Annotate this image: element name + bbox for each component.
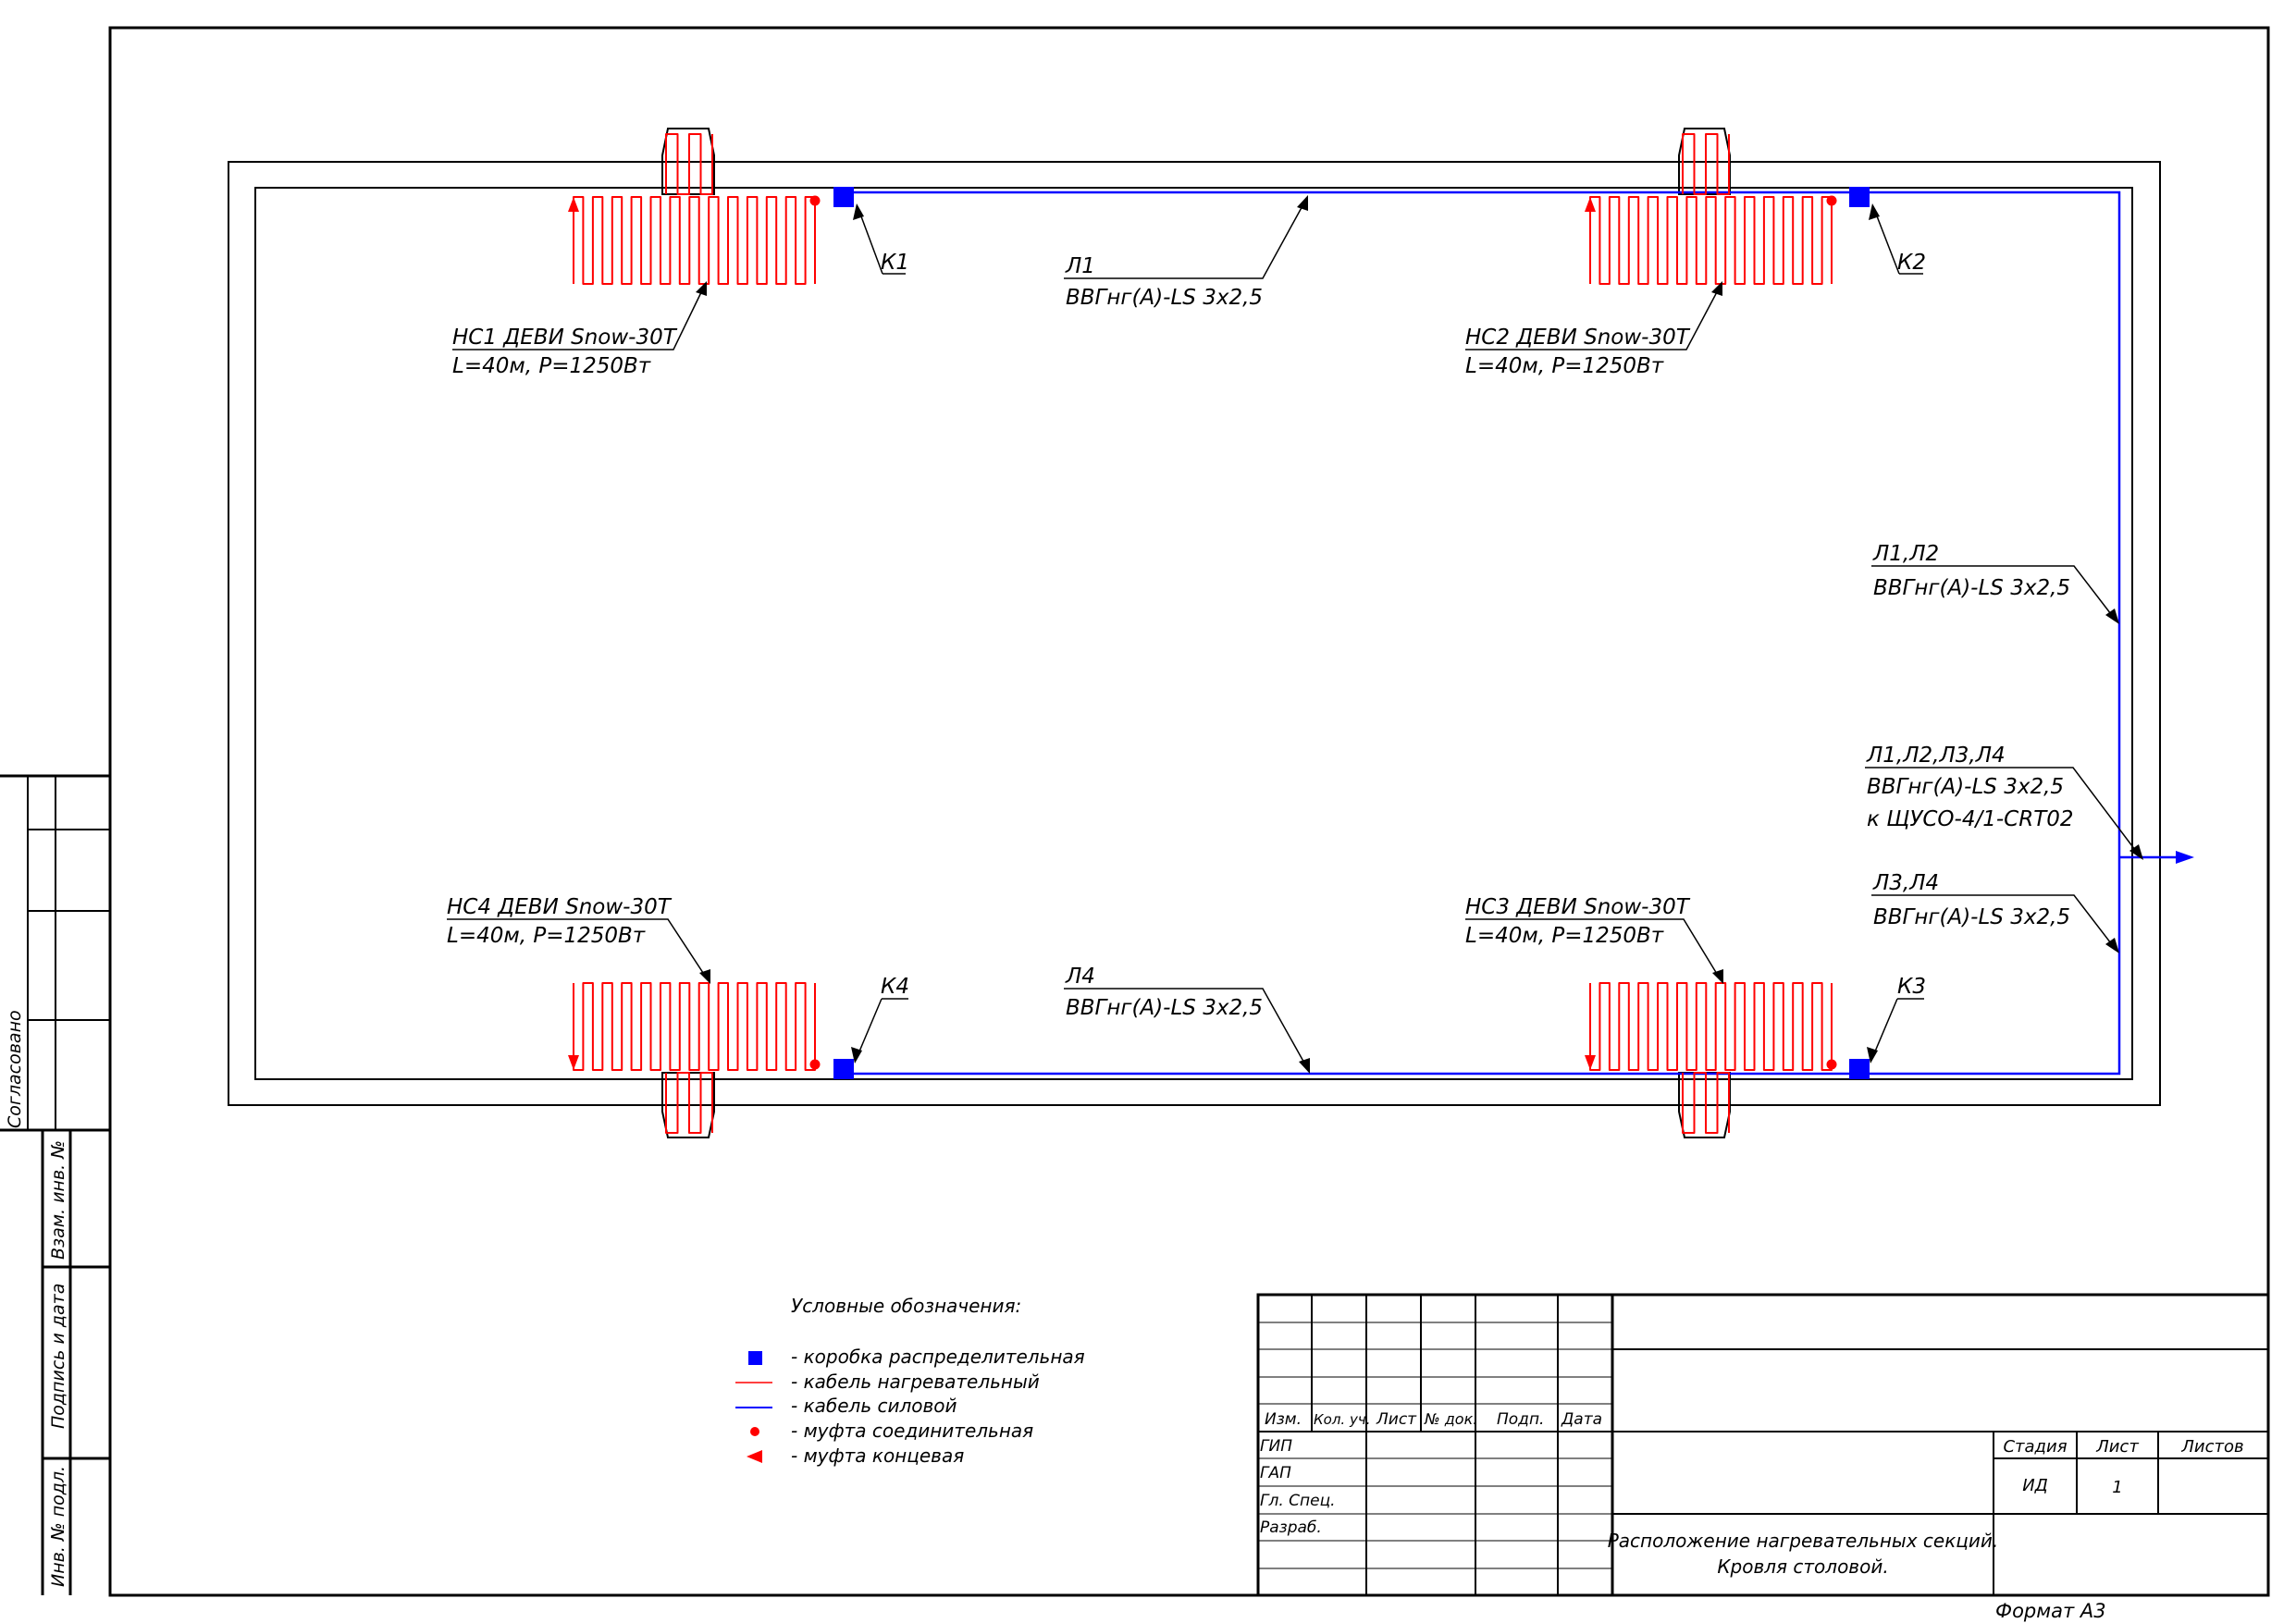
coupling-dot (1826, 1059, 1837, 1070)
stamp-podpis: Подпись и дата (48, 1284, 68, 1429)
stamp-vzam: Взам. инв. № (48, 1140, 68, 1260)
line-label-l34: Л3,Л4 (1872, 871, 1939, 895)
heating-cable-top-1 (573, 196, 816, 285)
section-label-hc4: НС4 ДЕВИ Snow-30T (447, 895, 673, 919)
tb-col-izm: Изм. (1265, 1410, 1302, 1429)
side-stamp: Согласовано Взам. инв. № Подпись и дата … (0, 774, 110, 1595)
line-cable-l4: ВВГнг(А)-LS 3х2,5 (1066, 996, 1263, 1020)
end-coupling-arrow-icon (1585, 1055, 1596, 1070)
line-label-lall: Л1,Л2,Л3,Л4 (1866, 744, 2006, 768)
coupling-dot (809, 1059, 821, 1070)
heating-cable-bottom-2 (1589, 982, 1833, 1071)
power-cable-loop (844, 191, 2121, 1076)
tb-title-line1: Расположение нагревательных секций. (1608, 1530, 1999, 1552)
format-label: Формат А3 (1995, 1600, 2106, 1622)
tb-sheet-value: 1 (2112, 1478, 2122, 1497)
power-cables (844, 191, 2194, 1076)
section-spec-hc1: L=40м, P=1250Вт (452, 354, 651, 378)
coupling-dot (1826, 195, 1837, 206)
tb-stage-value: ИД (2022, 1476, 2048, 1495)
box-label-k3: К3 (1897, 975, 1926, 999)
section-label-hc3: НС3 ДЕВИ Snow-30T (1465, 895, 1691, 919)
legend-title: Условные обозначения: (791, 1295, 1021, 1317)
stamp-agreed: Согласовано (5, 1010, 25, 1128)
heating-cable-drain-top-1 (665, 133, 713, 195)
tb-role-gip: ГИП (1260, 1437, 1292, 1456)
junction-boxes (833, 187, 1870, 1079)
tb-col-podp: Подп. (1497, 1410, 1544, 1429)
heating-cable-drain-bottom-2 (1682, 1072, 1730, 1134)
tb-col-kolvo: Кол. уч. (1314, 1411, 1370, 1428)
junction-box-k1 (833, 187, 854, 207)
title-block: Изм. Кол. уч. Лист № док. Подп. Дата ГИП… (1256, 1293, 2270, 1597)
end-coupling-arrow-icon (568, 1055, 579, 1070)
heating-cable-bottom-1 (573, 982, 816, 1071)
heating-cable-drain-top-2 (1682, 133, 1730, 195)
legend-item-end: - муфта концевая (791, 1445, 964, 1467)
line-label-l4: Л4 (1065, 965, 1095, 989)
tb-title-line2: Кровля столовой. (1717, 1555, 1888, 1578)
legend-item-power: - кабель силовой (791, 1395, 957, 1417)
junction-box-k3 (1849, 1059, 1870, 1079)
line-cable-l1: ВВГнг(А)-LS 3х2,5 (1066, 286, 1263, 310)
line-dest-lall: к ЩУСО-4/1-CRT02 (1867, 807, 2074, 831)
line-cable-l12: ВВГнг(А)-LS 3х2,5 (1873, 576, 2070, 600)
line-cable-lall: ВВГнг(А)-LS 3х2,5 (1867, 775, 2064, 799)
section-spec-hc4: L=40м, P=1250Вт (447, 924, 646, 948)
section-spec-hc2: L=40м, P=1250Вт (1465, 354, 1664, 378)
couplings (809, 195, 1837, 1070)
heating-cable-top-2 (1589, 196, 1833, 285)
stamp-inv: Инв. № подл. (48, 1466, 68, 1587)
junction-box-icon (748, 1351, 762, 1365)
box-label-k1: К1 (881, 251, 909, 275)
section-spec-hc3: L=40м, P=1250Вт (1465, 924, 1664, 948)
roof-inner-outline (254, 187, 2133, 1080)
tb-role-glspec: Гл. Спец. (1260, 1492, 1336, 1510)
coupling-dot (809, 195, 821, 206)
tb-col-data: Дата (1561, 1410, 1602, 1429)
tb-col-list: Лист (1376, 1410, 1417, 1429)
section-label-hc2: НС2 ДЕВИ Snow-30T (1465, 326, 1691, 350)
leader-lines (447, 195, 2143, 1074)
end-coupling-arrow-icon (568, 197, 579, 212)
line-label-l12: Л1,Л2 (1872, 542, 1939, 566)
legend-item-box: - коробка распределительная (791, 1346, 1085, 1368)
box-label-k4: К4 (881, 975, 909, 999)
tb-col-ndok: № док. (1424, 1410, 1477, 1428)
box-label-k2: К2 (1897, 251, 1926, 275)
legend-item-coupling: - муфта соединительная (791, 1420, 1033, 1442)
tb-sheets-header: Листов (2180, 1437, 2243, 1457)
junction-box-k4 (833, 1059, 854, 1079)
tb-stage-header: Стадия (2003, 1437, 2067, 1457)
end-coupling-arrow-icon (1585, 197, 1596, 212)
line-cable-l34: ВВГнг(А)-LS 3х2,5 (1873, 905, 2070, 929)
coupling-dot-icon (750, 1427, 759, 1436)
tb-role-gap: ГАП (1260, 1464, 1291, 1482)
heating-cable-drain-bottom-1 (665, 1072, 713, 1134)
section-label-hc1: НС1 ДЕВИ Snow-30T (452, 326, 678, 350)
tb-role-razrab: Разраб. (1260, 1518, 1322, 1537)
heating-cables (568, 133, 1833, 1134)
end-coupling-icon (747, 1450, 762, 1463)
line-label-l1: Л1 (1065, 254, 1095, 278)
legend-item-heating: - кабель нагревательный (791, 1371, 1040, 1393)
junction-box-k2 (1849, 187, 1870, 207)
legend: Условные обозначения: - коробка распреде… (735, 1295, 1085, 1467)
roof-outer-outline (228, 161, 2161, 1106)
drain-funnel (661, 128, 1731, 1138)
feeder-arrow-icon (2176, 851, 2194, 864)
tb-sheet-header: Лист (2095, 1437, 2139, 1457)
sheet-border (108, 26, 2270, 1597)
